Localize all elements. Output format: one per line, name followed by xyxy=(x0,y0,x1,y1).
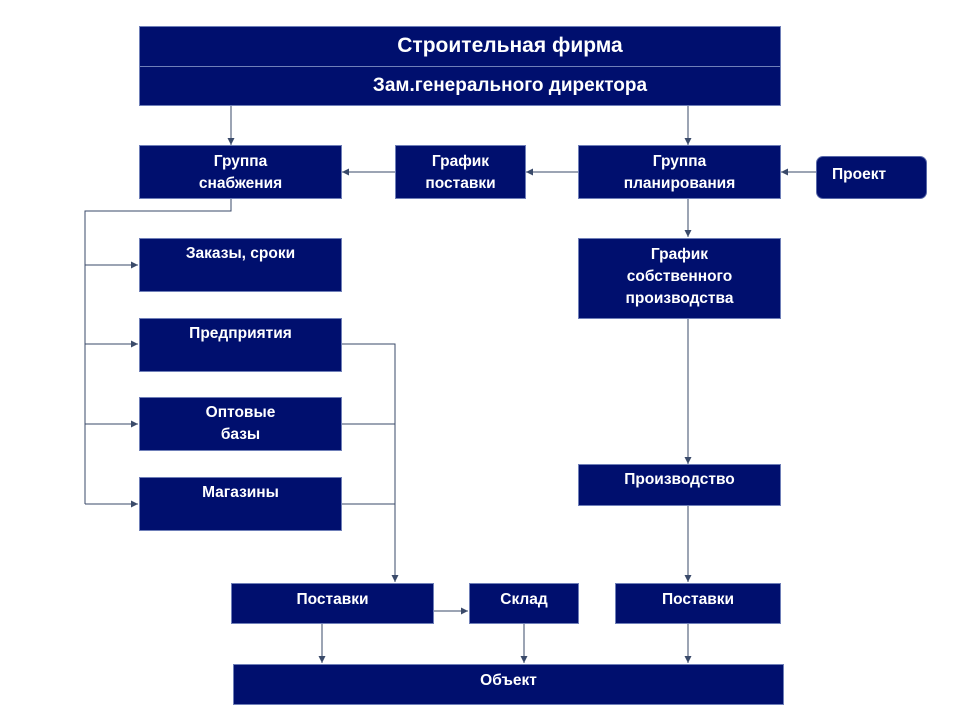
wholesale-bases-box: Оптовые базы xyxy=(139,397,342,451)
wholesale-bases-line-1: Оптовые xyxy=(205,404,276,421)
orders-terms-box: Заказы, сроки xyxy=(139,238,342,292)
own-schedule-line-2: собственного xyxy=(626,268,733,285)
delivery-schedule-line-1: График xyxy=(431,153,490,170)
own-production-schedule-box: График собственного производства xyxy=(578,238,781,319)
delivery-schedule-box: График поставки xyxy=(395,145,526,199)
shops-box: Магазины xyxy=(139,477,342,531)
own-schedule-line-1: График xyxy=(650,246,709,263)
wholesale-bases-line-2: базы xyxy=(220,426,261,443)
orders-terms-label: Заказы, сроки xyxy=(185,245,296,262)
deliveries-left-box: Поставки xyxy=(231,583,434,624)
warehouse-label: Склад xyxy=(500,591,548,608)
shops-label: Магазины xyxy=(202,484,279,501)
company-title: Строительная фирма xyxy=(397,34,623,57)
deliveries-left-label: Поставки xyxy=(296,591,369,608)
planning-group-box: Группа планирования xyxy=(578,145,781,199)
warehouse-box: Склад xyxy=(469,583,579,624)
project-box: Проект xyxy=(816,156,927,199)
project-label: Проект xyxy=(832,166,887,183)
own-schedule-line-3: производства xyxy=(625,290,734,307)
enterprises-box: Предприятия xyxy=(139,318,342,372)
object-box: Объект xyxy=(233,664,784,705)
production-label: Производство xyxy=(624,471,735,488)
supply-group-line-1: Группа xyxy=(213,153,268,170)
object-label: Объект xyxy=(480,672,537,689)
connector-supply-trunk xyxy=(84,198,232,504)
deliveries-right-box: Поставки xyxy=(615,583,781,624)
planning-group-line-2: планирования xyxy=(623,175,736,192)
supply-group-box: Группа снабжения xyxy=(139,145,342,199)
deputy-director-label: Зам.генерального директора xyxy=(372,75,648,96)
planning-group-line-1: Группа xyxy=(652,153,707,170)
company-title-box: Строительная фирма xyxy=(139,26,781,67)
supply-group-line-2: снабжения xyxy=(198,175,283,192)
enterprises-label: Предприятия xyxy=(189,325,292,342)
connector-enterprises-out xyxy=(341,343,399,582)
deputy-director-box: Зам.генерального директора xyxy=(139,66,781,106)
deliveries-right-label: Поставки xyxy=(661,591,735,608)
production-box: Производство xyxy=(578,464,781,506)
delivery-schedule-line-2: поставки xyxy=(425,175,496,192)
